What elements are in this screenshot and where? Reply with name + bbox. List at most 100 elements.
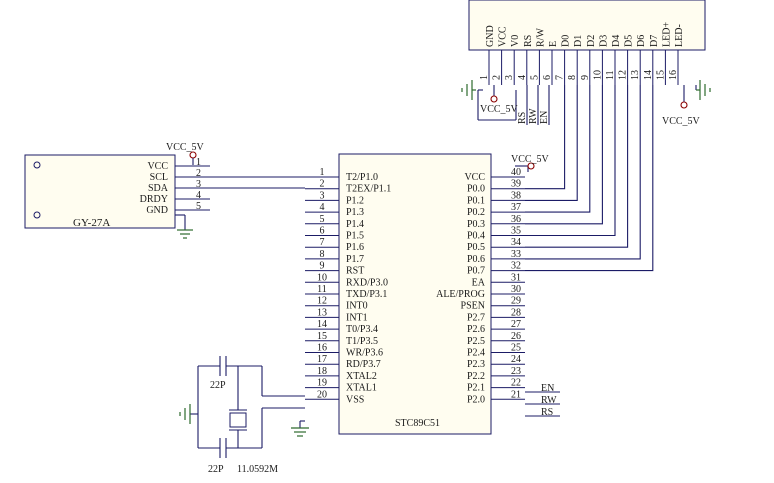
lcd-pin-label: D3	[598, 35, 609, 47]
mcu-pin-label: VSS	[346, 394, 364, 405]
lcd-pin-number: 1	[479, 75, 490, 80]
mcu-pin-label: P2.3	[467, 359, 485, 370]
mcu-pin-number: 17	[317, 354, 327, 365]
mcu-pin-number: 33	[511, 249, 521, 260]
mcu-pin-number: 14	[317, 319, 327, 330]
lcd-pin-label: D5	[624, 35, 635, 47]
cap-top-value: 22P	[210, 380, 226, 391]
mcu-pin-label: RST	[346, 266, 364, 277]
cap-bottom-value: 22P	[208, 464, 224, 475]
mcu-pin-label: EA	[472, 277, 486, 288]
lcd-pin-number: 9	[580, 75, 591, 80]
lcd-pin-label: E	[548, 41, 559, 47]
mcu-pin-label: RXD/P3.0	[346, 277, 388, 288]
lcd-pin-label: LED-	[674, 24, 685, 47]
mcu-pin-number: 23	[511, 366, 521, 377]
bus-wire	[525, 85, 591, 213]
mcu-pin-number: 21	[511, 389, 521, 400]
mcu-pin-label: P1.2	[346, 195, 364, 206]
lcd-pin-label: D6	[636, 35, 647, 47]
lcd-pin-number: 15	[655, 70, 666, 80]
lcd-pin-label: D2	[586, 35, 597, 47]
ground-symbol-crystal	[179, 404, 198, 424]
data-bus-wires	[525, 85, 654, 272]
vcc-label-sensor: VCC_5V	[166, 142, 205, 153]
vcc-label-lcd-left: VCC_5V	[480, 104, 519, 115]
mcu-pin-number: 29	[511, 296, 521, 307]
ground-symbol-sensor	[175, 214, 193, 239]
vcc-label-lcd-right: VCC_5V	[662, 116, 701, 127]
mcu-pin-label: P1.7	[346, 254, 364, 265]
ground-symbol-lcd-right	[695, 80, 711, 100]
lcd-pin-label: D0	[561, 35, 572, 47]
lcd-connector: GND1VCC2V03RS4R/W5E6D07D18D29D310D411D51…	[468, 0, 706, 85]
mcu-pin-number: 19	[317, 378, 327, 389]
lcd-pin-label: GND	[485, 25, 496, 47]
mcu-pin-number: 16	[317, 343, 327, 354]
sensor-pin-number: 3	[196, 179, 201, 190]
bus-wire	[525, 85, 566, 190]
net-label-en: EN	[541, 383, 554, 394]
vcc-terminal-lcd-right	[680, 101, 688, 109]
mcu-pin-number: 24	[511, 354, 521, 365]
lcd-pin-label: R/W	[535, 28, 546, 47]
vcc-terminal-mcu	[527, 162, 535, 170]
sensor-pin-label: SCL	[150, 172, 168, 183]
mcu-pin-label: P0.1	[467, 195, 485, 206]
vcc-label-mcu: VCC_5V	[511, 154, 550, 165]
mcu-pin-label: WR/P3.6	[346, 348, 383, 359]
lcd-pin-label: LED+	[661, 22, 672, 47]
mcu-pin-label: P0.5	[467, 242, 485, 253]
lcd-pin-number: 10	[592, 70, 603, 80]
lcd-pin-label: D1	[573, 35, 584, 47]
sensor-pin-number: 5	[196, 201, 201, 212]
mcu-pin-number: 2	[320, 179, 325, 190]
mcu-pin-label: P0.6	[467, 254, 485, 265]
sensor-pin-number: 1	[196, 157, 201, 168]
mcu-pin-number: 28	[511, 307, 521, 318]
mcu-pin-label: XTAL1	[346, 383, 377, 394]
crystal-frequency: 11.0592M	[237, 464, 278, 475]
mcu-pin-number: 7	[320, 237, 325, 248]
mcu-pin-label: P2.2	[467, 371, 485, 382]
mcu-pin-number: 6	[320, 226, 325, 237]
mcu-pin-label: T2/P1.0	[346, 172, 378, 183]
mcu-pin-label: P2.5	[467, 336, 485, 347]
mcu-pin-label: TXD/P3.1	[346, 289, 387, 300]
mcu-pin-label: P0.0	[467, 184, 485, 195]
lcd-pin-number: 8	[567, 75, 578, 80]
mcu-pin-label: P2.6	[467, 324, 485, 335]
mcu-pin-number: 13	[317, 307, 327, 318]
mcu-pin-number: 38	[511, 190, 521, 201]
bus-wire	[525, 85, 603, 225]
mcu-pin-label: P1.3	[346, 207, 364, 218]
sensor-pin-number: 4	[196, 190, 201, 201]
mcu-pin-label: VCC	[464, 172, 485, 183]
mcu-pin-label: P0.4	[467, 231, 485, 242]
mcu-pin-number: 9	[320, 261, 325, 272]
mcu-pin-label: ALE/PROG	[436, 289, 485, 300]
mounting-hole-icon	[33, 211, 41, 219]
bus-wire	[525, 85, 654, 272]
sensor-pin-number: 2	[196, 168, 201, 179]
mcu-pin-number: 34	[511, 237, 521, 248]
mcu-pin-label: P0.7	[467, 266, 485, 277]
mcu-pin-label: RD/P3.7	[346, 359, 381, 370]
mcu-pin-label: PSEN	[461, 301, 485, 312]
lcd-pin-number: 11	[605, 70, 616, 80]
mcu-pin-number: 25	[511, 343, 521, 354]
lcd-pin-label: RS	[523, 35, 534, 47]
lcd-pin-label: VCC	[498, 26, 509, 47]
lcd-pin-number: 12	[618, 70, 629, 80]
mcu-pin-number: 10	[317, 272, 327, 283]
bus-wire	[525, 85, 578, 201]
mcu-pin-number: 37	[511, 202, 521, 213]
crystal-circuit: 22P 22P 11.0592M	[179, 356, 305, 475]
lcd-pin-label: V0	[510, 35, 521, 47]
mcu-pin-label: P1.4	[346, 219, 364, 230]
bus-wire	[525, 85, 641, 260]
bus-wire	[525, 85, 616, 237]
mcu-pin-label: P2.4	[467, 348, 485, 359]
mcu-pin-number: 1	[320, 167, 325, 178]
lcd-pin-label: D4	[611, 35, 622, 47]
